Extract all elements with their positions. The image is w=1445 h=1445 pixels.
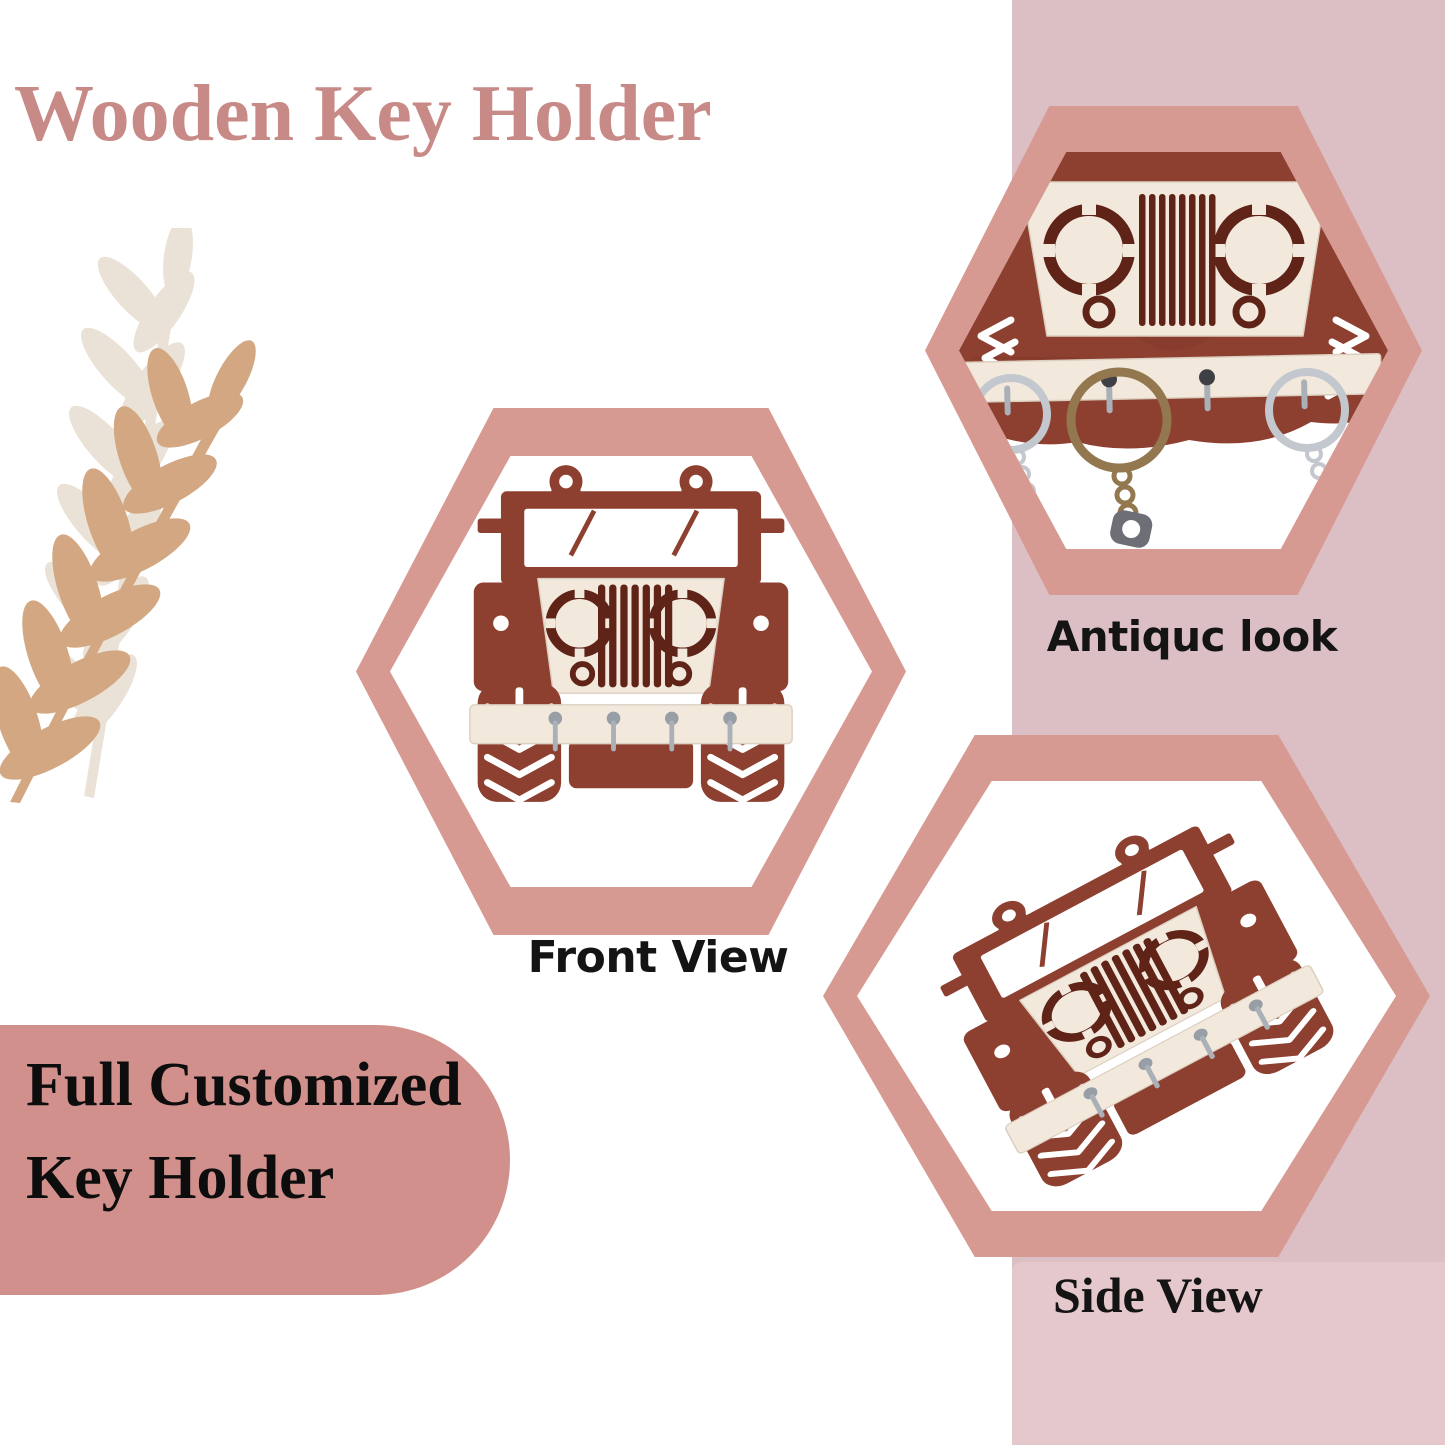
page-title: Wooden Key Holder: [14, 70, 712, 158]
keychain-middle: [1066, 367, 1172, 548]
front-view-hexagon-frame: [356, 408, 906, 935]
antique-look-photo-area: [959, 152, 1388, 549]
front-view-photo: [466, 458, 796, 808]
leaf-branch-front: [0, 340, 256, 803]
grille-plate: [1020, 181, 1328, 337]
side-view-label: Side View: [1053, 1267, 1263, 1323]
leaf-decoration: [0, 228, 256, 803]
side-view-photo: [857, 781, 1396, 1211]
front-view-label: Front View: [527, 932, 789, 983]
antique-look-photo: [959, 152, 1388, 548]
pendant: [1110, 510, 1153, 548]
banner-line1: Full Customized: [26, 1051, 462, 1119]
banner-line2: Key Holder: [26, 1144, 335, 1212]
side-view-panel: [1012, 1262, 1445, 1445]
customized-banner: Full Customized Key Holder: [0, 1025, 510, 1295]
front-view-photo-area: [390, 456, 872, 887]
side-view-photo-area: [857, 781, 1396, 1211]
antique-look-label: Antiquc look: [1046, 612, 1338, 661]
